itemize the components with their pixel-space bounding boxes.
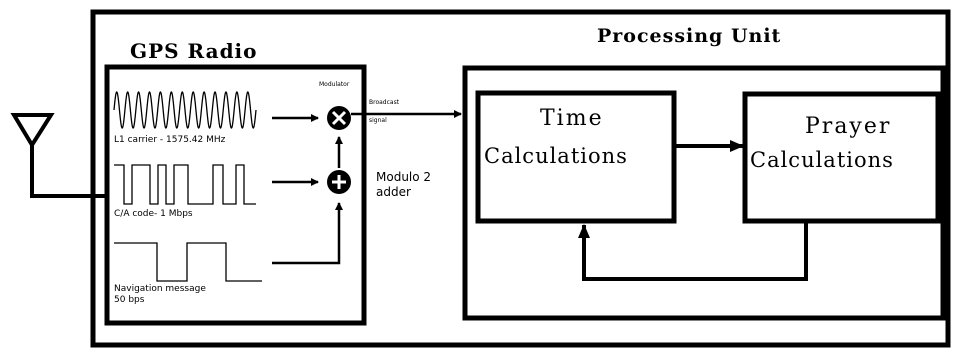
gps-radio-box	[104, 64, 367, 326]
processing-unit-box	[462, 65, 946, 321]
outer-frame	[90, 9, 951, 348]
gps-radio-title: GPS Radio	[130, 39, 258, 63]
broadcast-label: Broadcast	[369, 99, 400, 106]
multiply-circle-icon	[327, 106, 351, 130]
antenna-icon	[10, 113, 109, 198]
navigation-message-label: Navigation message	[114, 284, 206, 294]
l1-carrier-waveform	[113, 91, 257, 129]
time-calculations-box	[475, 90, 677, 224]
plus-circle-icon	[327, 170, 351, 194]
prayer-calculations-box	[742, 91, 941, 224]
navigation-message-waveform	[114, 242, 262, 282]
ca-code-label: C/A code- 1 Mbps	[114, 209, 193, 219]
signal-label: signal	[369, 117, 387, 124]
l1-carrier-label: L1 carrier - 1575.42 MHz	[114, 135, 226, 145]
modulo2-adder-label-line1: Modulo 2	[376, 170, 432, 184]
processing-unit-title: Processing Unit	[597, 25, 782, 47]
navigation-to-adder-arrow	[272, 202, 343, 265]
navigation-rate-label: 50 bps	[114, 295, 145, 305]
time-calculations-label: Calculations	[484, 144, 628, 168]
ca-code-waveform	[114, 164, 256, 205]
prayer-to-time-feedback-arrow	[578, 223, 808, 281]
modulo2-adder-label-line2: adder	[376, 185, 411, 199]
prayer-calculations-label: Calculations	[750, 148, 894, 172]
modulator-label: Modulator	[319, 81, 350, 88]
time-label: Time	[540, 106, 604, 131]
prayer-label: Prayer	[805, 114, 892, 139]
